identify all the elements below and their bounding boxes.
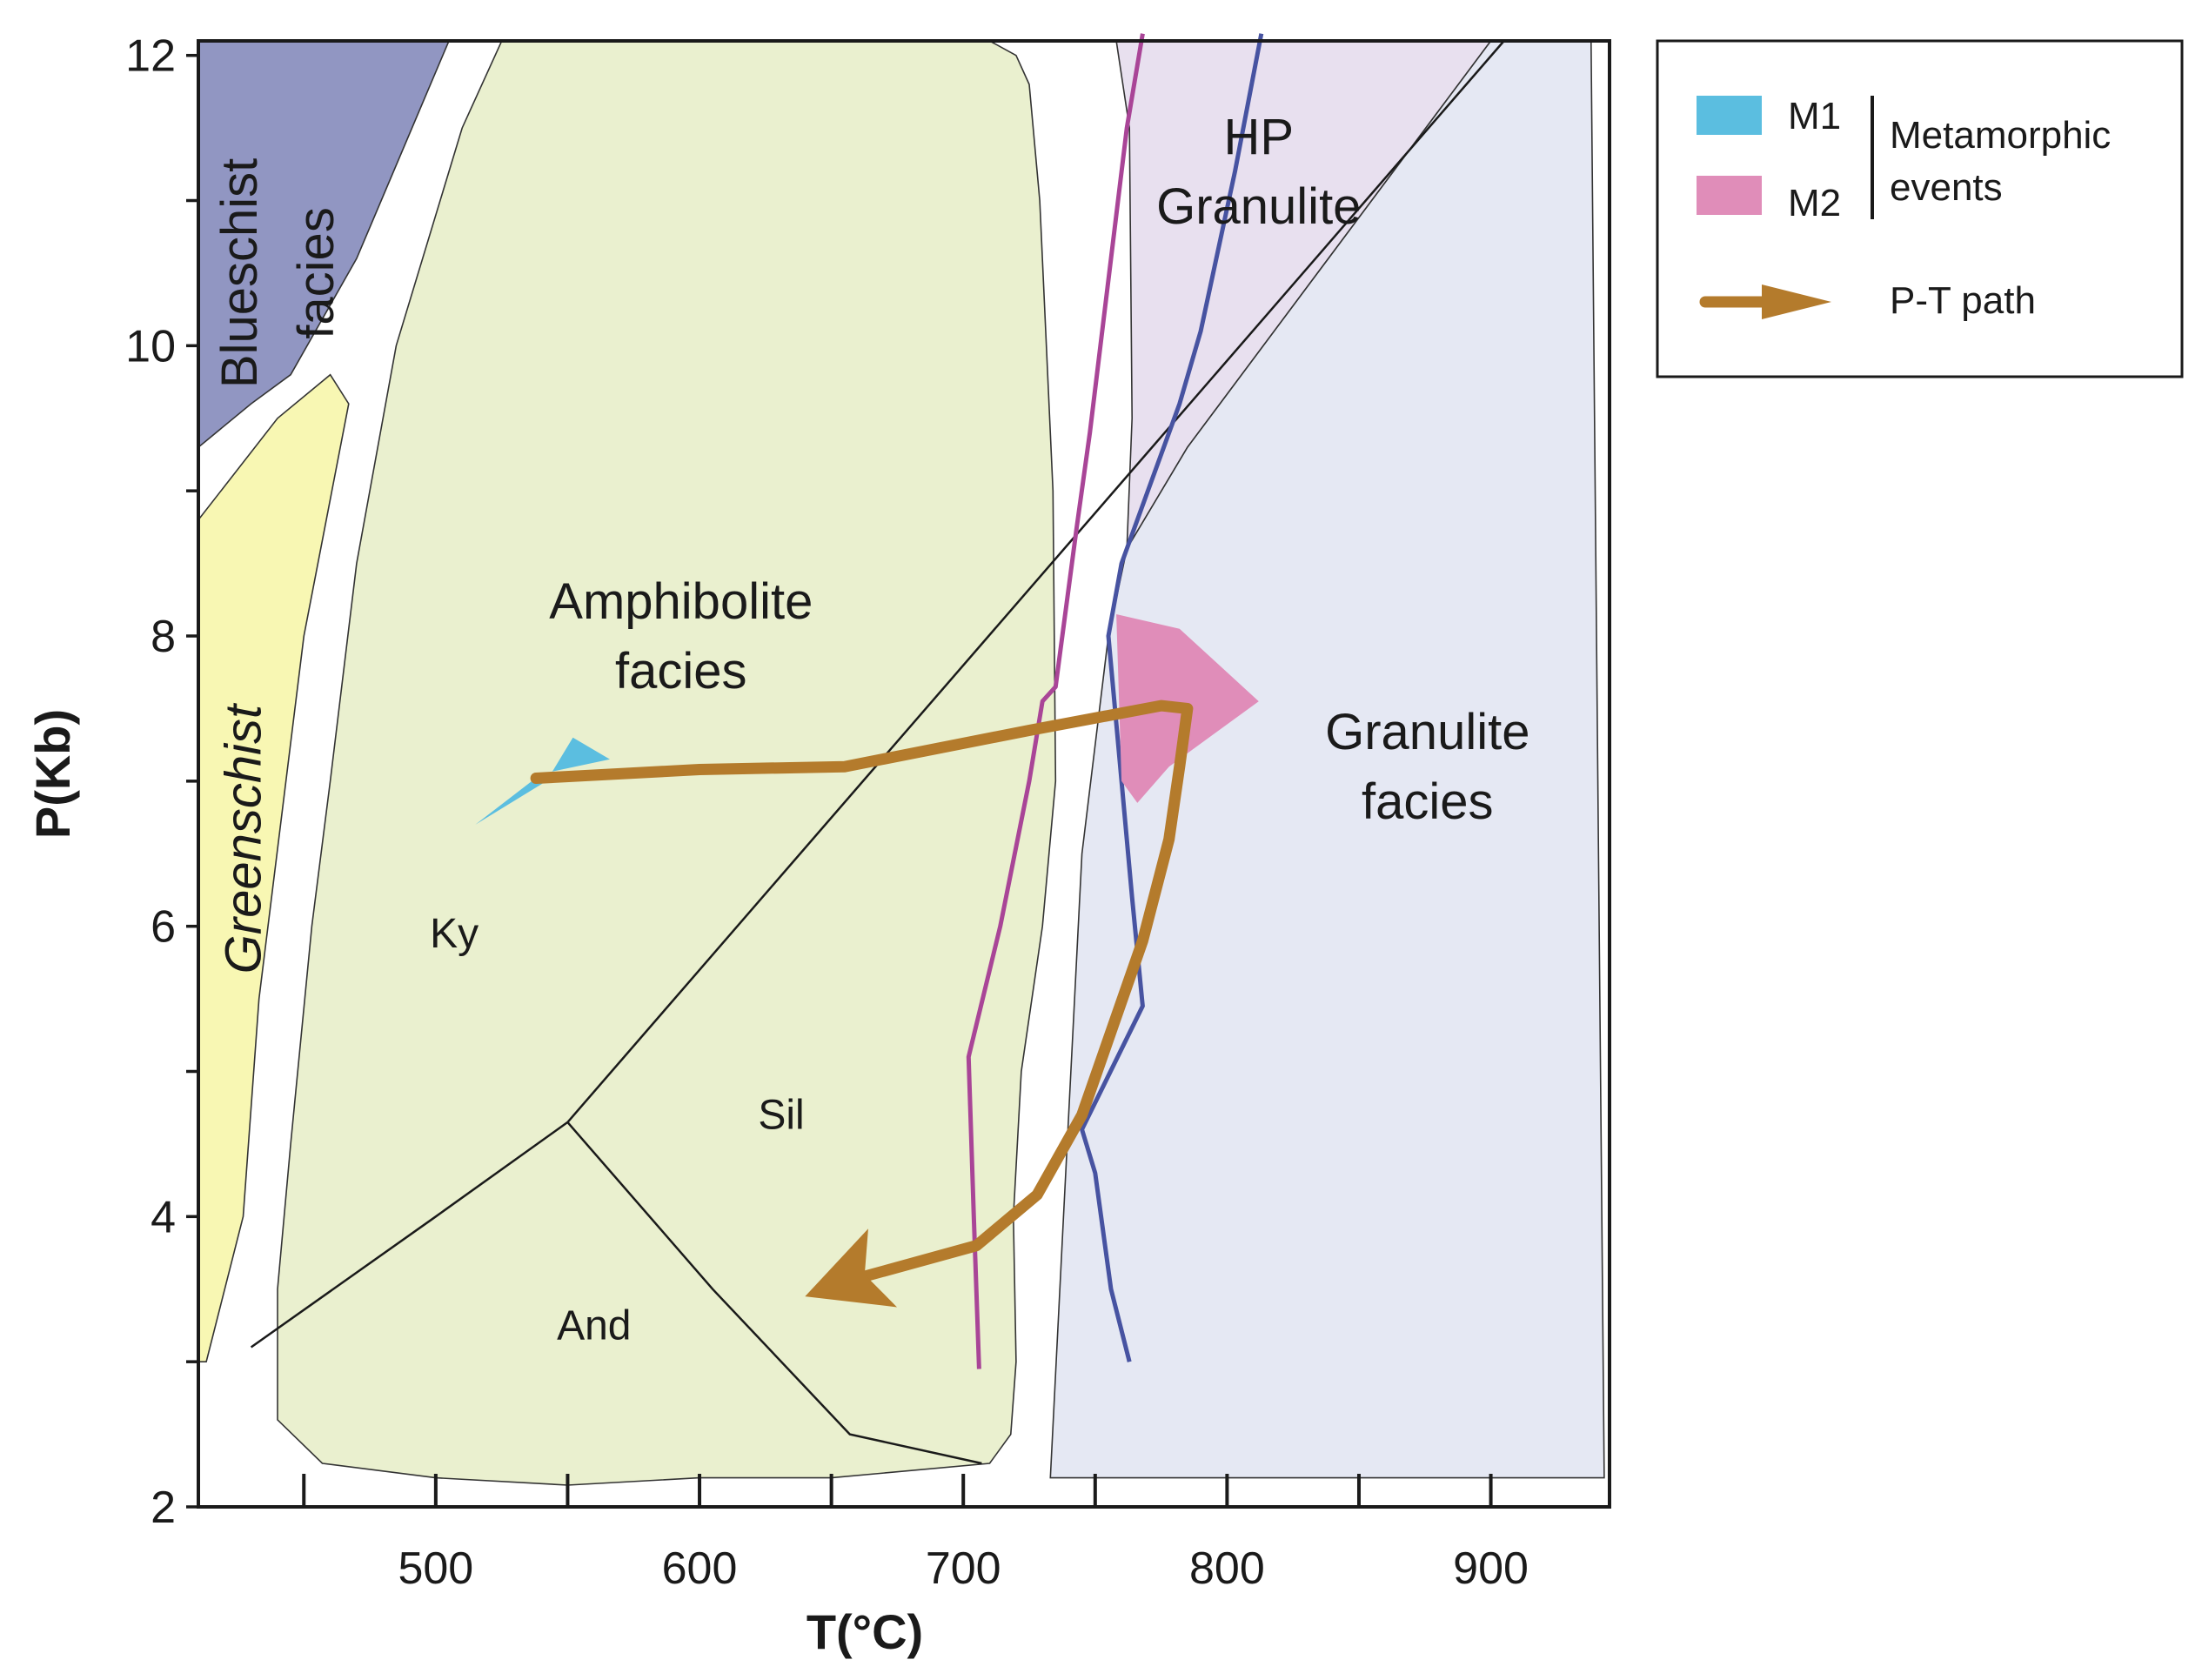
reaction-and-ky <box>250 1121 569 1349</box>
mineral-label-and: And <box>557 1302 631 1349</box>
region-greenschist <box>197 373 350 1362</box>
pt-path-arrowhead <box>805 1228 898 1308</box>
legend-events-label-line2: events <box>1890 166 2003 209</box>
legend-m2-label: M2 <box>1788 182 1841 224</box>
legend-m1-swatch <box>1697 96 1762 135</box>
legend-path-label: P-T path <box>1890 279 2036 322</box>
y-tick-label: 12 <box>125 31 176 82</box>
legend-m2-swatch <box>1697 176 1762 215</box>
facies-regions <box>197 40 1605 1486</box>
y-tick-label: 10 <box>125 321 176 371</box>
legend-path-arrowhead <box>1762 284 1831 319</box>
x-axis-title: T(°C) <box>807 1604 923 1659</box>
label-blueschist-line1: Blueschist <box>211 158 268 388</box>
reaction-triple-to-ky-sil <box>566 40 1505 1123</box>
pt-path <box>530 699 1194 1308</box>
label-granulite-line2: facies <box>1362 773 1494 830</box>
y-tick-label: 6 <box>151 902 176 953</box>
x-tick-label: 900 <box>1453 1543 1529 1594</box>
label-blueschist-line2: facies <box>288 207 345 339</box>
mineral-label-ky: Ky <box>430 911 479 957</box>
reaction-lines <box>250 40 1505 1465</box>
purple-curve <box>966 33 1145 1369</box>
legend-events-label-line1: Metamorphic <box>1890 114 2111 157</box>
region-amphibolite <box>277 40 1057 1486</box>
y-tick-label: 4 <box>151 1192 176 1242</box>
label-amphibolite-line1: Amphibolite <box>549 573 813 630</box>
region-granulite <box>1049 40 1605 1479</box>
label-amphibolite-line2: facies <box>615 643 747 699</box>
pt-path-line <box>530 699 1194 1288</box>
legend-m1-label: M1 <box>1788 95 1841 137</box>
label-hp-granulite-line2: Granulite <box>1156 178 1361 235</box>
legend: M1 M2 Metamorphic events P-T path <box>1656 39 2184 378</box>
plot-frame <box>197 39 1611 1509</box>
mineral-label-sil: Sil <box>758 1093 804 1139</box>
label-hp-granulite-line1: HP <box>1223 109 1294 165</box>
reaction-and-sil <box>566 1121 982 1465</box>
blue-curve <box>1080 33 1264 1362</box>
x-tick-label: 700 <box>926 1543 1001 1594</box>
boundary-curves <box>966 33 1264 1369</box>
x-tick-label: 600 <box>662 1543 738 1594</box>
y-tick-label: 8 <box>151 612 176 662</box>
y-tick-label: 2 <box>151 1483 176 1533</box>
x-tick-label: 800 <box>1189 1543 1265 1594</box>
x-tick-label: 500 <box>398 1543 473 1594</box>
label-greenschist-line1: Greenschist <box>216 702 272 974</box>
label-granulite-line1: Granulite <box>1325 704 1529 760</box>
y-axis-title: P(Kb) <box>25 709 80 839</box>
axes: 500 600 700 800 900 2 4 6 8 10 12T(°C) P(Kb) <box>25 31 1611 1659</box>
